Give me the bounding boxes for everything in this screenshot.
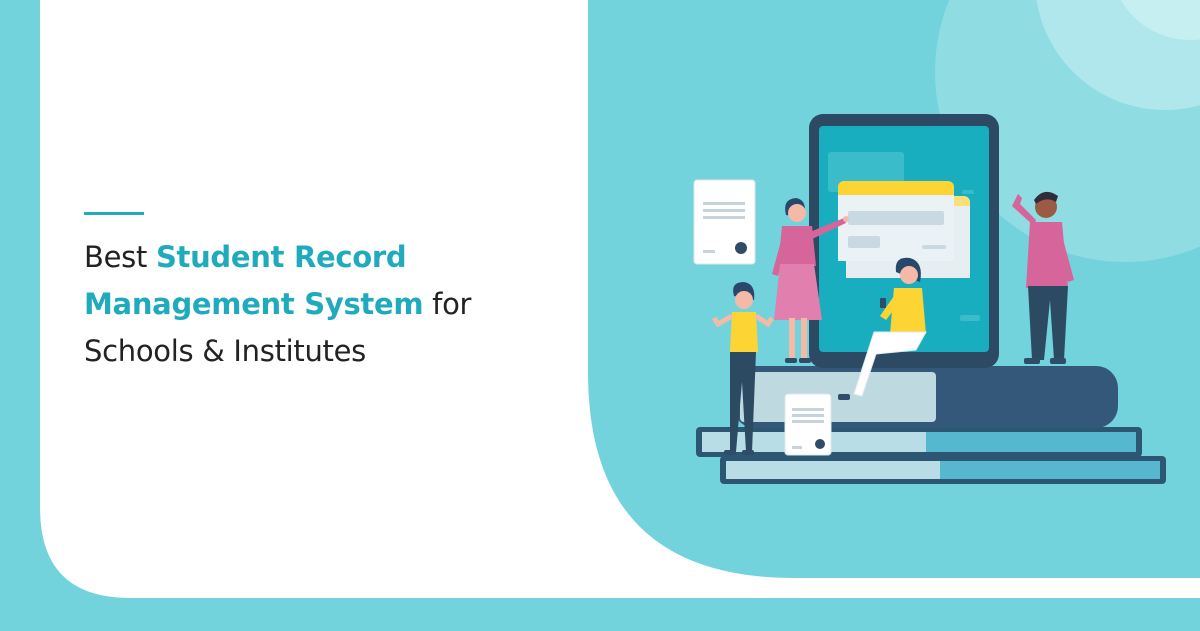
- certificate-icon: [693, 179, 756, 265]
- bottom-band: [0, 598, 1200, 631]
- certificate-icon-small: [784, 393, 832, 456]
- page-title: Best Student Record Management System fo…: [84, 234, 554, 375]
- title-prefix: Best: [84, 240, 156, 274]
- title-highlight-1: Student Record: [155, 240, 407, 274]
- person-icon-pointing: [772, 198, 849, 363]
- title-line-3: Schools & Institutes: [84, 334, 366, 368]
- headline-block: Best Student Record Management System fo…: [84, 212, 554, 375]
- accent-line: [84, 212, 144, 215]
- person-icon-standing: [711, 282, 775, 455]
- white-card: [40, 0, 1200, 598]
- title-highlight-2: Management System: [84, 287, 424, 321]
- person-icon-man: [1012, 191, 1074, 364]
- title-suffix: for: [423, 287, 472, 321]
- person-icon-sitting: [838, 257, 927, 400]
- book-stack-icon: [696, 366, 1166, 484]
- tablet-icon: [809, 114, 999, 368]
